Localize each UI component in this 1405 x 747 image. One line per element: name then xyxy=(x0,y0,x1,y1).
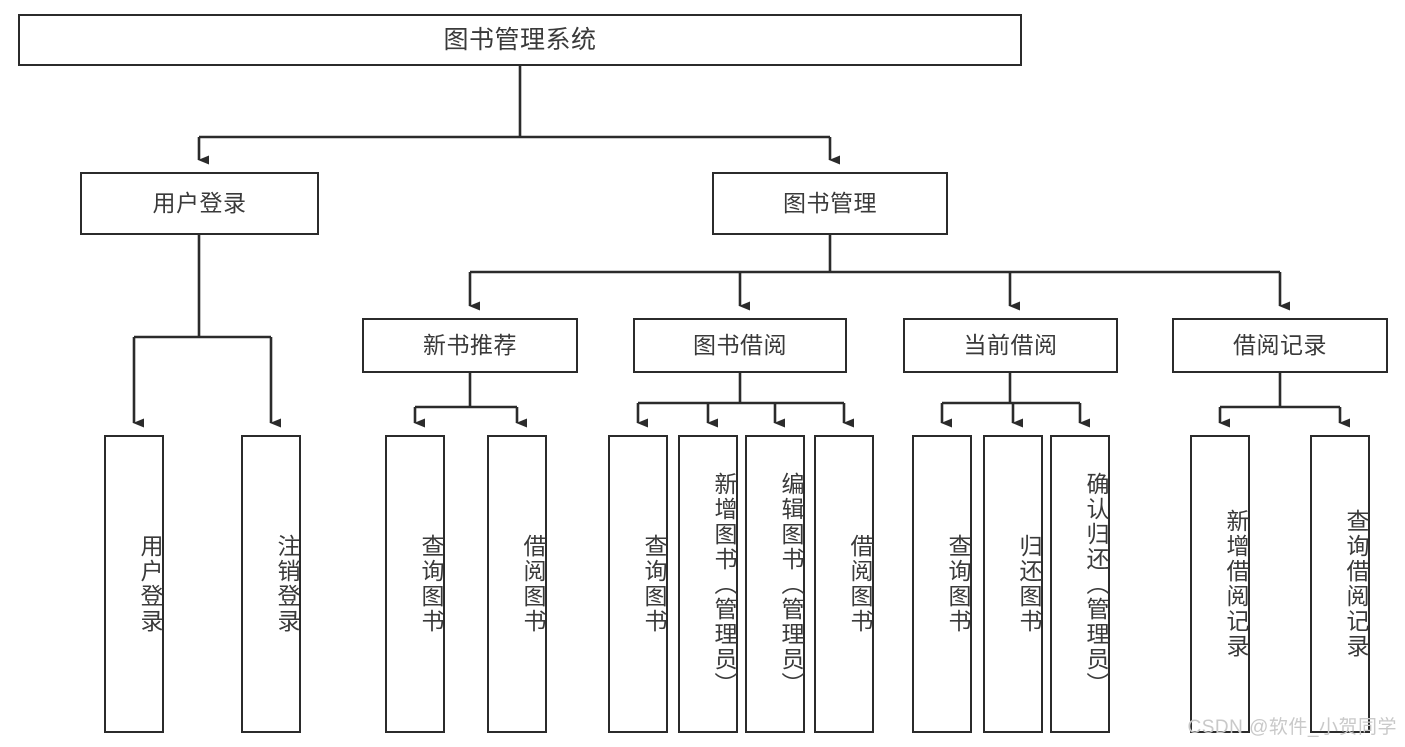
leaf-label: 注销登录 xyxy=(274,534,300,634)
leaf-label: 借阅图书 xyxy=(847,534,873,634)
node-borrow-record[interactable]: 借阅记录 xyxy=(1172,318,1388,373)
leaf-label: 借阅图书 xyxy=(520,534,546,634)
node-book-borrow[interactable]: 图书借阅 xyxy=(633,318,847,373)
leaf-add-borrow-record[interactable]: 新增借阅记录 xyxy=(1190,435,1250,733)
node-book-management[interactable]: 图书管理 xyxy=(712,172,948,235)
leaf-query-borrow-record[interactable]: 查询借阅记录 xyxy=(1310,435,1370,733)
leaf-return-book[interactable]: 归还图书 xyxy=(983,435,1043,733)
leaf-confirm-return-admin[interactable]: 确认归还（管理员） xyxy=(1050,435,1110,733)
node-new-book-recommend[interactable]: 新书推荐 xyxy=(362,318,578,373)
leaf-label: 编辑图书（管理员） xyxy=(778,471,804,697)
node-current-borrow[interactable]: 当前借阅 xyxy=(903,318,1118,373)
leaf-add-book-admin[interactable]: 新增图书（管理员） xyxy=(678,435,738,733)
node-user-login[interactable]: 用户登录 xyxy=(80,172,319,235)
leaf-label: 新增借阅记录 xyxy=(1223,509,1249,659)
leaf-label: 查询借阅记录 xyxy=(1343,509,1369,659)
leaf-query-book-current[interactable]: 查询图书 xyxy=(912,435,972,733)
csdn-watermark: CSDN @软件_小贺同学 xyxy=(1187,717,1397,738)
leaf-borrow-book[interactable]: 借阅图书 xyxy=(814,435,874,733)
leaf-user-login[interactable]: 用户登录 xyxy=(104,435,164,733)
leaf-logout[interactable]: 注销登录 xyxy=(241,435,301,733)
leaf-borrow-book-recommend[interactable]: 借阅图书 xyxy=(487,435,547,733)
leaf-label: 归还图书 xyxy=(1016,534,1042,634)
leaf-label: 查询图书 xyxy=(641,534,667,634)
leaf-label: 查询图书 xyxy=(945,534,971,634)
leaf-label: 确认归还（管理员） xyxy=(1083,471,1109,697)
node-root-system[interactable]: 图书管理系统 xyxy=(18,14,1022,66)
leaf-label: 新增图书（管理员） xyxy=(711,471,737,697)
leaf-label: 查询图书 xyxy=(418,534,444,634)
leaf-query-book-recommend[interactable]: 查询图书 xyxy=(385,435,445,733)
leaf-query-book-borrow[interactable]: 查询图书 xyxy=(608,435,668,733)
leaf-label: 用户登录 xyxy=(137,534,163,634)
leaf-edit-book-admin[interactable]: 编辑图书（管理员） xyxy=(745,435,805,733)
